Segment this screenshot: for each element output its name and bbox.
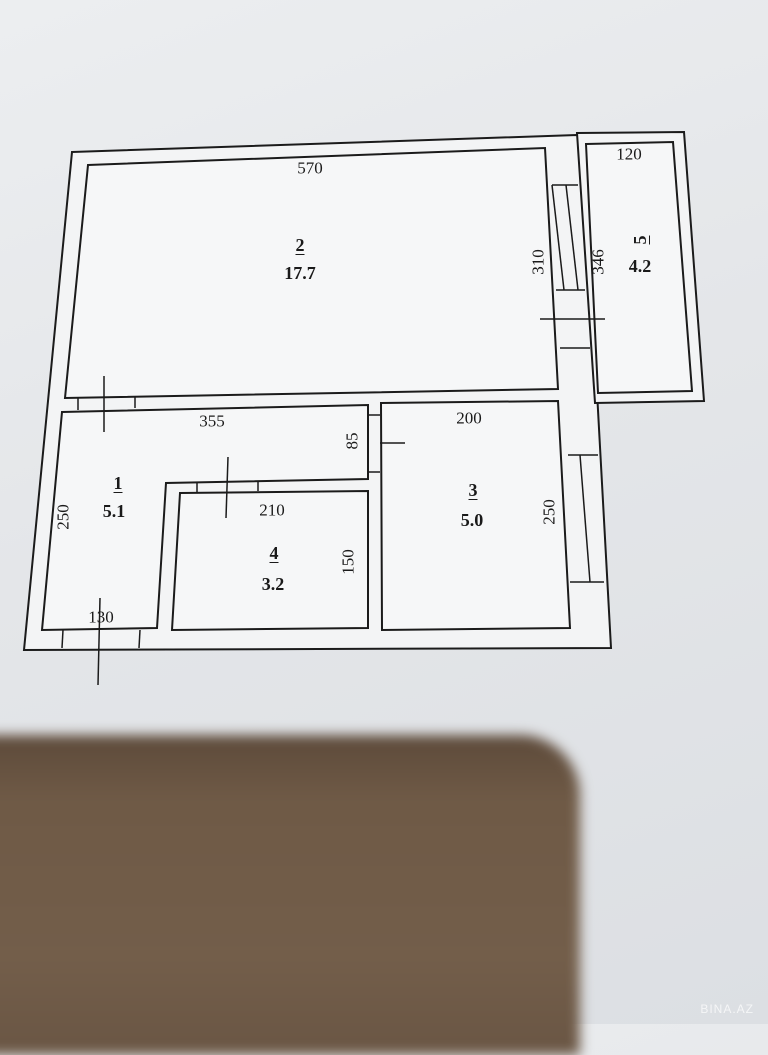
- room-area: 5.1: [102, 501, 126, 521]
- dimension-label: 150: [338, 549, 358, 575]
- watermark: BINA.AZ: [700, 1002, 754, 1016]
- room-area: 3.2: [261, 574, 285, 594]
- dimension-label: 130: [88, 607, 114, 627]
- openings: [61, 184, 604, 649]
- room-number: 1: [113, 473, 123, 493]
- foreground-object-shadow: [0, 735, 580, 1055]
- room-5-balcony: [584, 140, 694, 395]
- dimension-label: 355: [199, 411, 225, 431]
- dimension-label: 570: [297, 158, 323, 178]
- room-number: 2: [295, 235, 305, 255]
- dimension-label: 250: [53, 504, 73, 530]
- room-number: 4: [269, 543, 279, 563]
- dimension-label: 346: [588, 249, 608, 275]
- room-1-hall: [40, 403, 369, 632]
- dimension-label: 310: [528, 249, 548, 275]
- room-area: 5.0: [460, 510, 484, 530]
- dimension-ticks: [97, 318, 605, 686]
- dimension-label: 120: [616, 144, 642, 164]
- room-2-living: [63, 146, 560, 400]
- dimension-label: 85: [342, 432, 362, 450]
- dimension-label: 210: [259, 500, 285, 520]
- room-number: 3: [468, 480, 478, 500]
- room-number: 5: [630, 235, 650, 245]
- floor-plan: [22, 130, 706, 686]
- dimension-label: 200: [456, 408, 482, 428]
- room-area: 4.2: [628, 256, 652, 276]
- room-4-bathroom: [170, 489, 369, 632]
- dimension-label: 250: [539, 499, 559, 525]
- room-area: 17.7: [284, 263, 316, 283]
- room-3-kitchen: [379, 399, 572, 632]
